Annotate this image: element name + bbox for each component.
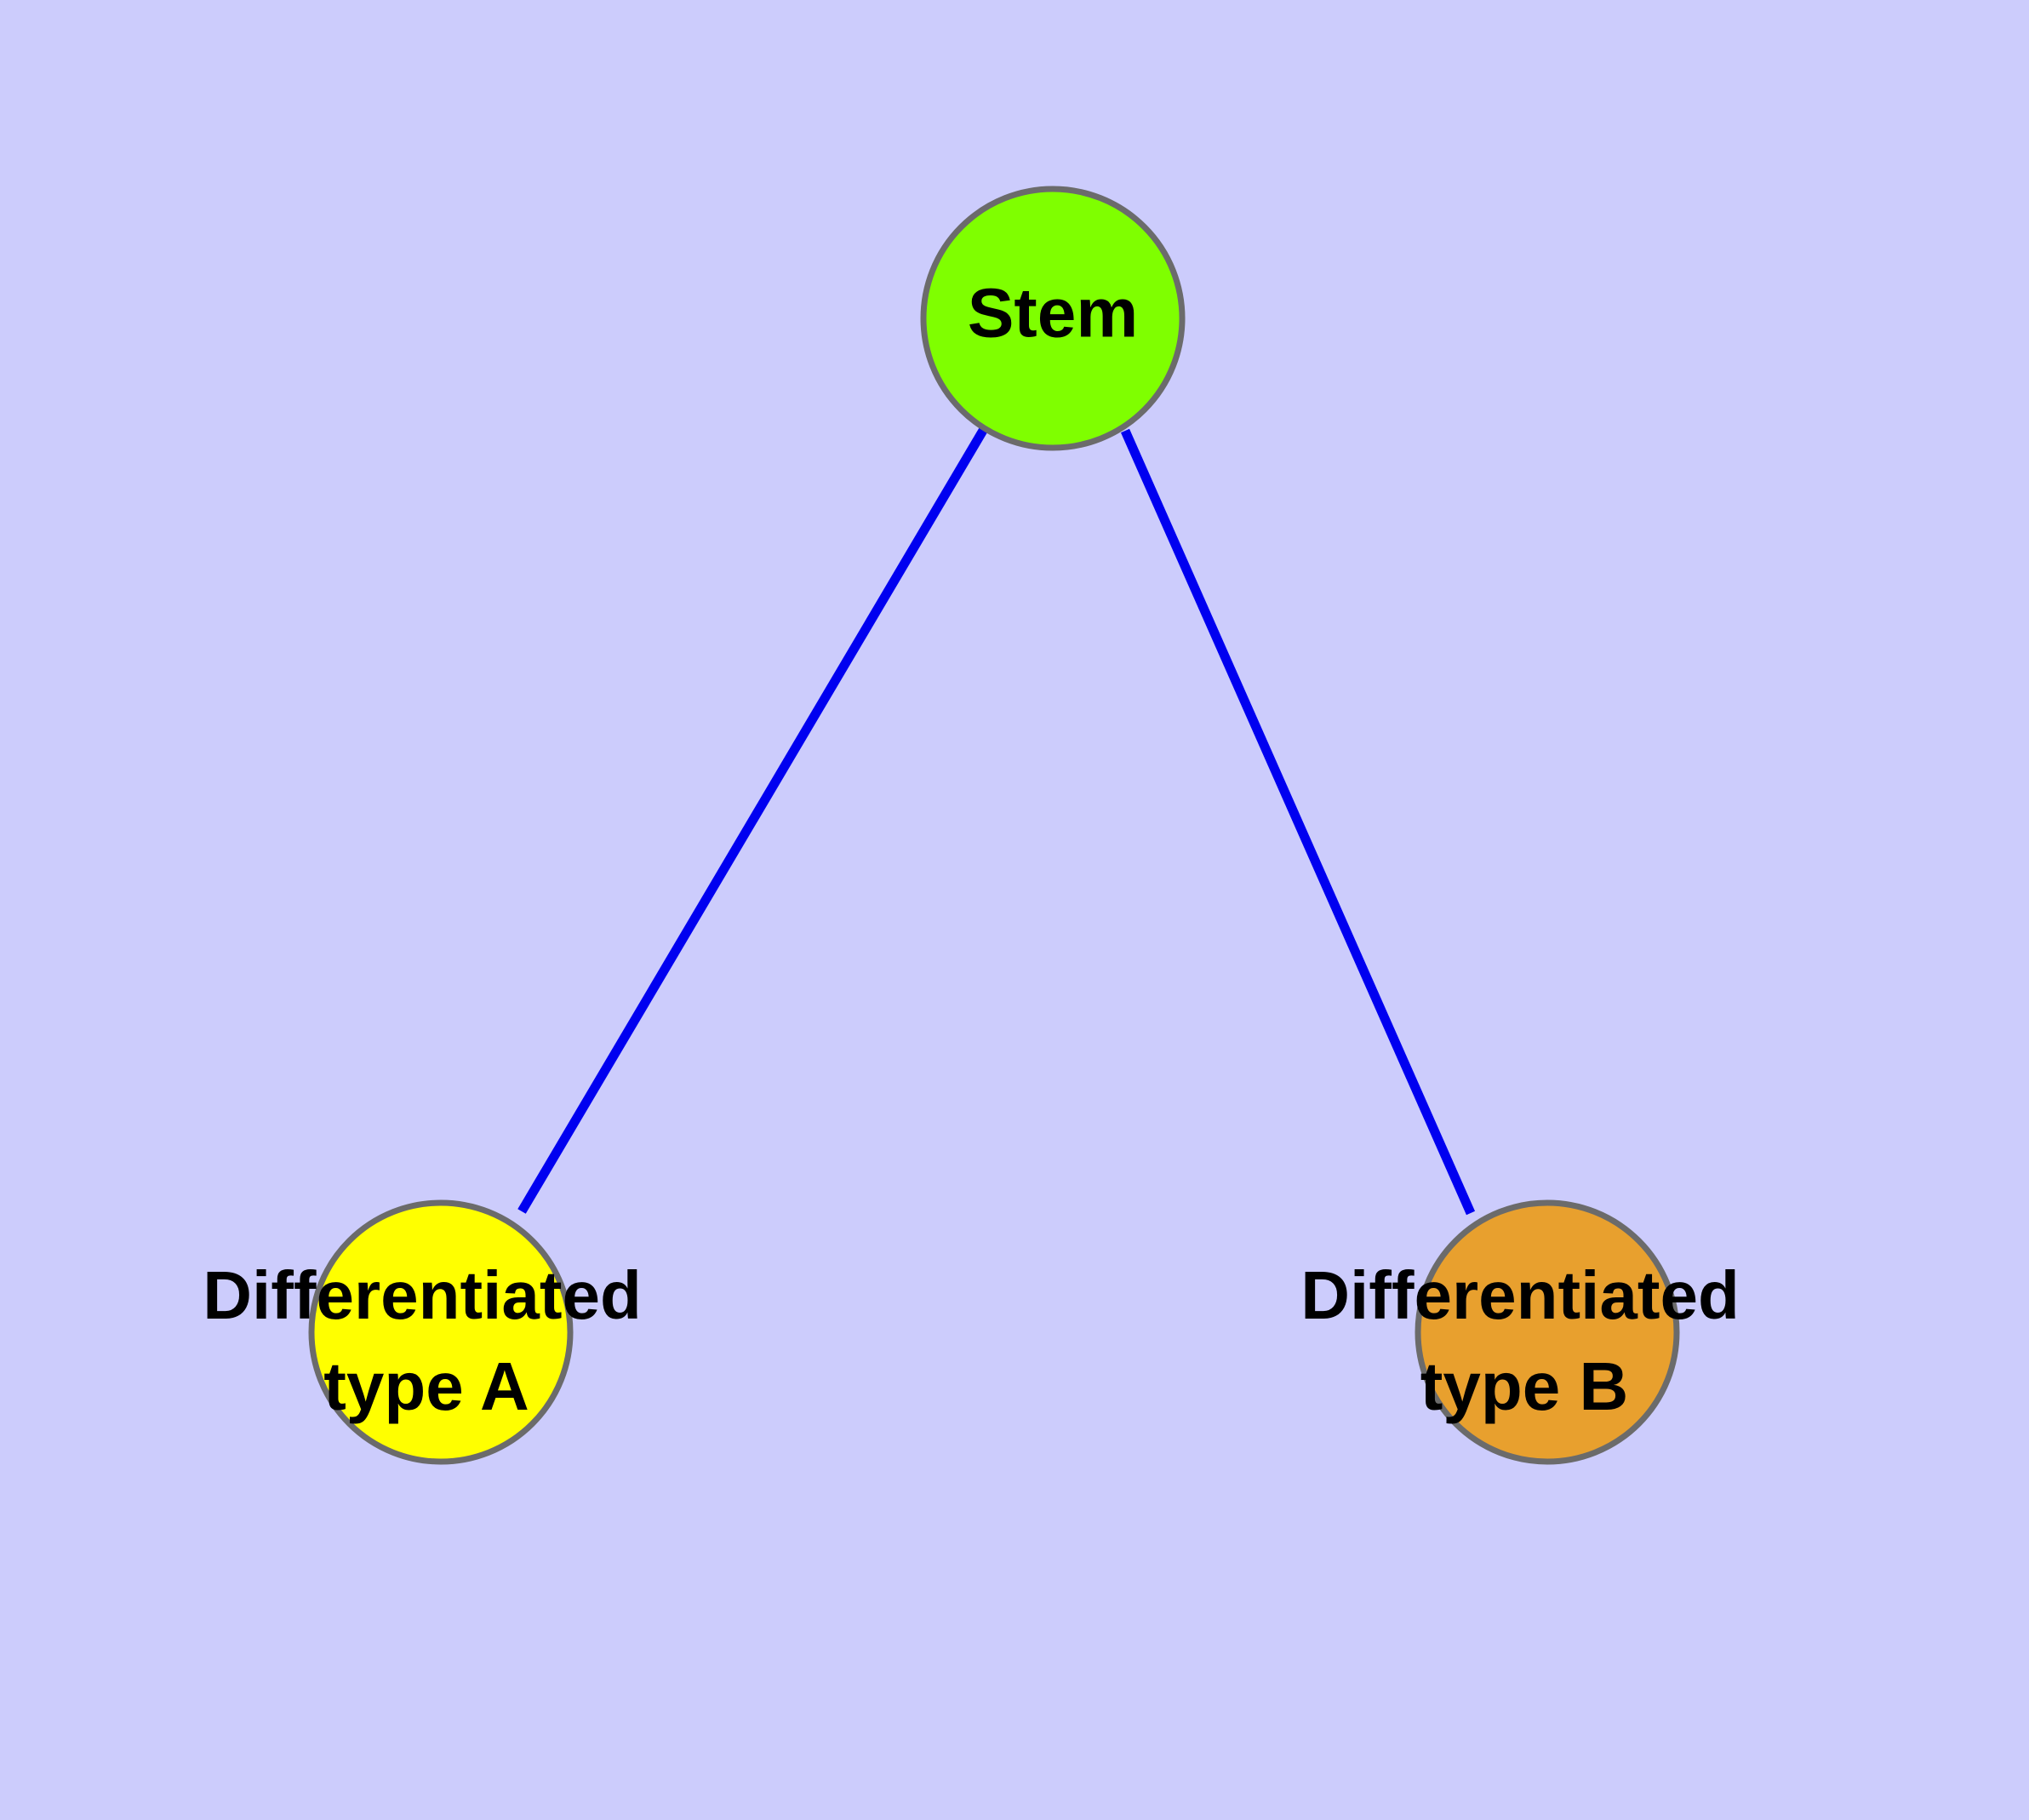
node-differentiated-type-b-circle[interactable] bbox=[1415, 1199, 1680, 1465]
node-differentiated-type-a-circle[interactable] bbox=[308, 1199, 574, 1465]
node-differentiated-type-b-label-line2: type B bbox=[1420, 1348, 1629, 1424]
node-differentiated-type-a[interactable] bbox=[308, 1199, 574, 1465]
node-differentiated-type-a-label-line2: type A bbox=[323, 1348, 529, 1424]
node-stem[interactable] bbox=[920, 186, 1186, 451]
edge-stem-to-differentiated-type-a[interactable] bbox=[517, 426, 988, 1214]
label-layer: Stem Differentiated type A Differentiate… bbox=[203, 275, 1740, 1424]
node-differentiated-type-b-label-line1: Differentiated bbox=[1300, 1257, 1740, 1333]
node-layer bbox=[308, 186, 1680, 1465]
node-differentiated-type-b[interactable] bbox=[1415, 1199, 1680, 1465]
node-differentiated-type-a-label-line1: Differentiated bbox=[203, 1257, 642, 1333]
edge-stem-to-differentiated-type-b[interactable] bbox=[1120, 428, 1476, 1216]
edge-layer bbox=[517, 426, 1476, 1216]
node-stem-circle[interactable] bbox=[920, 186, 1186, 451]
node-stem-label: Stem bbox=[968, 275, 1139, 352]
